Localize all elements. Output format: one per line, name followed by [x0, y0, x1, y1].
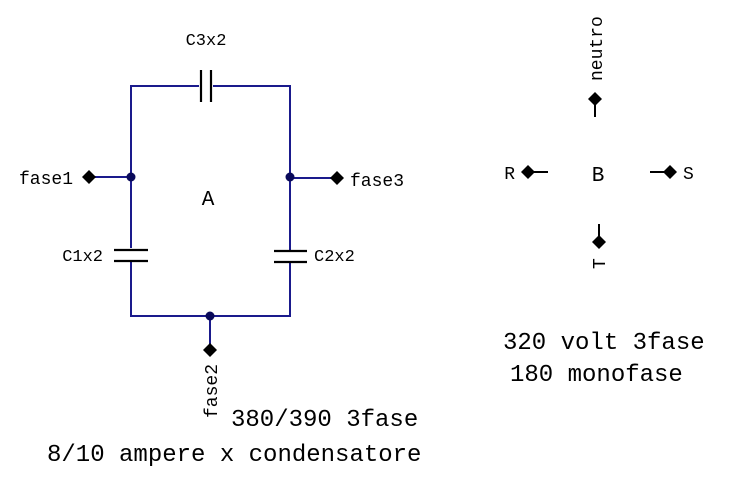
circuit-a: C3x2 C1x2 C2x2 fase1 fase3 fase [19, 32, 404, 418]
terminal-neutro-label: neutro [588, 16, 608, 81]
right-lower-wire [210, 263, 291, 317]
capacitor-c3-label: C3x2 [186, 32, 227, 51]
capacitor-icon [274, 249, 307, 264]
circuit-b: neutro R S T B [504, 16, 694, 269]
top-branch [130, 70, 291, 177]
terminal-fase3-label: fase3 [350, 172, 404, 192]
capacitor-icon [114, 248, 148, 263]
diamond-terminal-icon [588, 92, 602, 106]
note-ampere: 8/10 ampere x condensatore [47, 442, 421, 469]
note-voltage-rating: 380/390 3fase [231, 407, 418, 434]
capacitor-icon [199, 70, 213, 102]
terminal-r-label: R [504, 165, 515, 185]
diamond-terminal-icon [82, 170, 96, 184]
notes: 320 volt 3fase 180 monofase 380/390 3fas… [47, 330, 705, 469]
terminal-s-label: S [683, 165, 694, 185]
terminal-fase2-label: fase2 [203, 364, 223, 418]
capacitor-c1-label: C1x2 [62, 248, 103, 267]
note-voltage-3fase: 320 volt 3fase [503, 330, 705, 357]
diamond-terminal-icon [203, 343, 217, 357]
top-right-wire [213, 85, 291, 177]
terminal-fase1-label: fase1 [19, 170, 73, 190]
left-lower-wire [130, 262, 210, 317]
diamond-terminal-icon [663, 165, 677, 179]
terminal-t-label: T [591, 258, 611, 269]
junction-dot-icon [285, 172, 295, 182]
note-monofase: 180 monofase [510, 362, 683, 389]
diamond-terminal-icon [592, 235, 606, 249]
top-left-wire [130, 85, 199, 177]
junction-dot-icon [126, 172, 136, 182]
node-b-label: B [592, 165, 605, 188]
capacitor-c2-label: C2x2 [314, 248, 355, 267]
diamond-terminal-icon [521, 165, 535, 179]
junction-dot-icon [205, 311, 215, 321]
diamond-terminal-icon [330, 171, 344, 185]
node-a-label: A [202, 189, 215, 212]
